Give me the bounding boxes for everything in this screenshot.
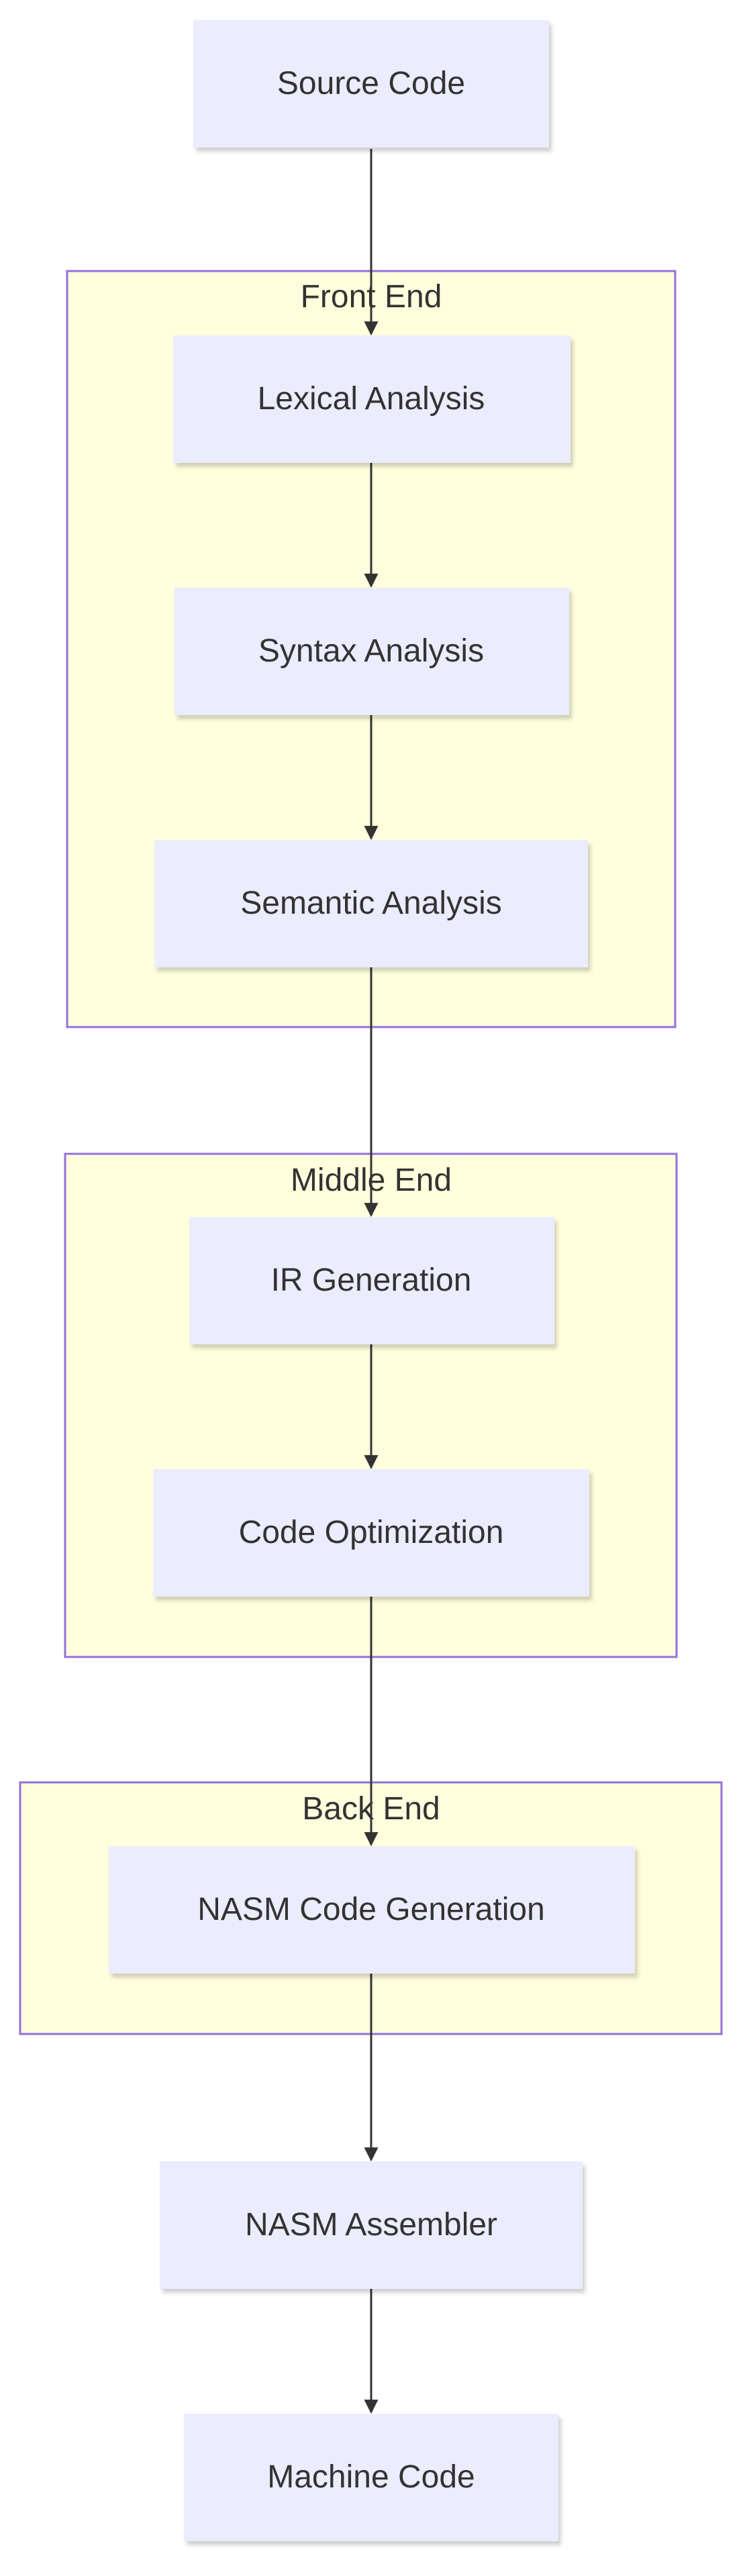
- node-nasm-assembler-label: NASM Assembler: [245, 2207, 497, 2243]
- node-syntax-analysis-label: Syntax Analysis: [258, 633, 484, 669]
- node-nasm-assembler: NASM Assembler: [160, 2161, 583, 2289]
- node-nasm-code-generation: NASM Code Generation: [109, 1846, 635, 1974]
- node-machine-code: Machine Code: [184, 2414, 558, 2541]
- node-semantic-analysis: Semantic Analysis: [154, 840, 588, 967]
- node-syntax-analysis: Syntax Analysis: [175, 588, 569, 715]
- node-ir-generation-label: IR Generation: [271, 1263, 472, 1298]
- node-code-optimization: Code Optimization: [153, 1469, 589, 1597]
- node-source-code: Source Code: [193, 20, 549, 148]
- node-code-optimization-label: Code Optimization: [239, 1515, 504, 1550]
- node-lexical-analysis-label: Lexical Analysis: [258, 381, 485, 417]
- node-semantic-analysis-label: Semantic Analysis: [240, 885, 502, 921]
- node-ir-generation: IR Generation: [189, 1217, 554, 1344]
- node-machine-code-label: Machine Code: [267, 2459, 475, 2495]
- node-source-code-label: Source Code: [277, 66, 465, 101]
- node-nasm-code-generation-label: NASM Code Generation: [197, 1892, 545, 1927]
- node-lexical-analysis: Lexical Analysis: [173, 335, 570, 463]
